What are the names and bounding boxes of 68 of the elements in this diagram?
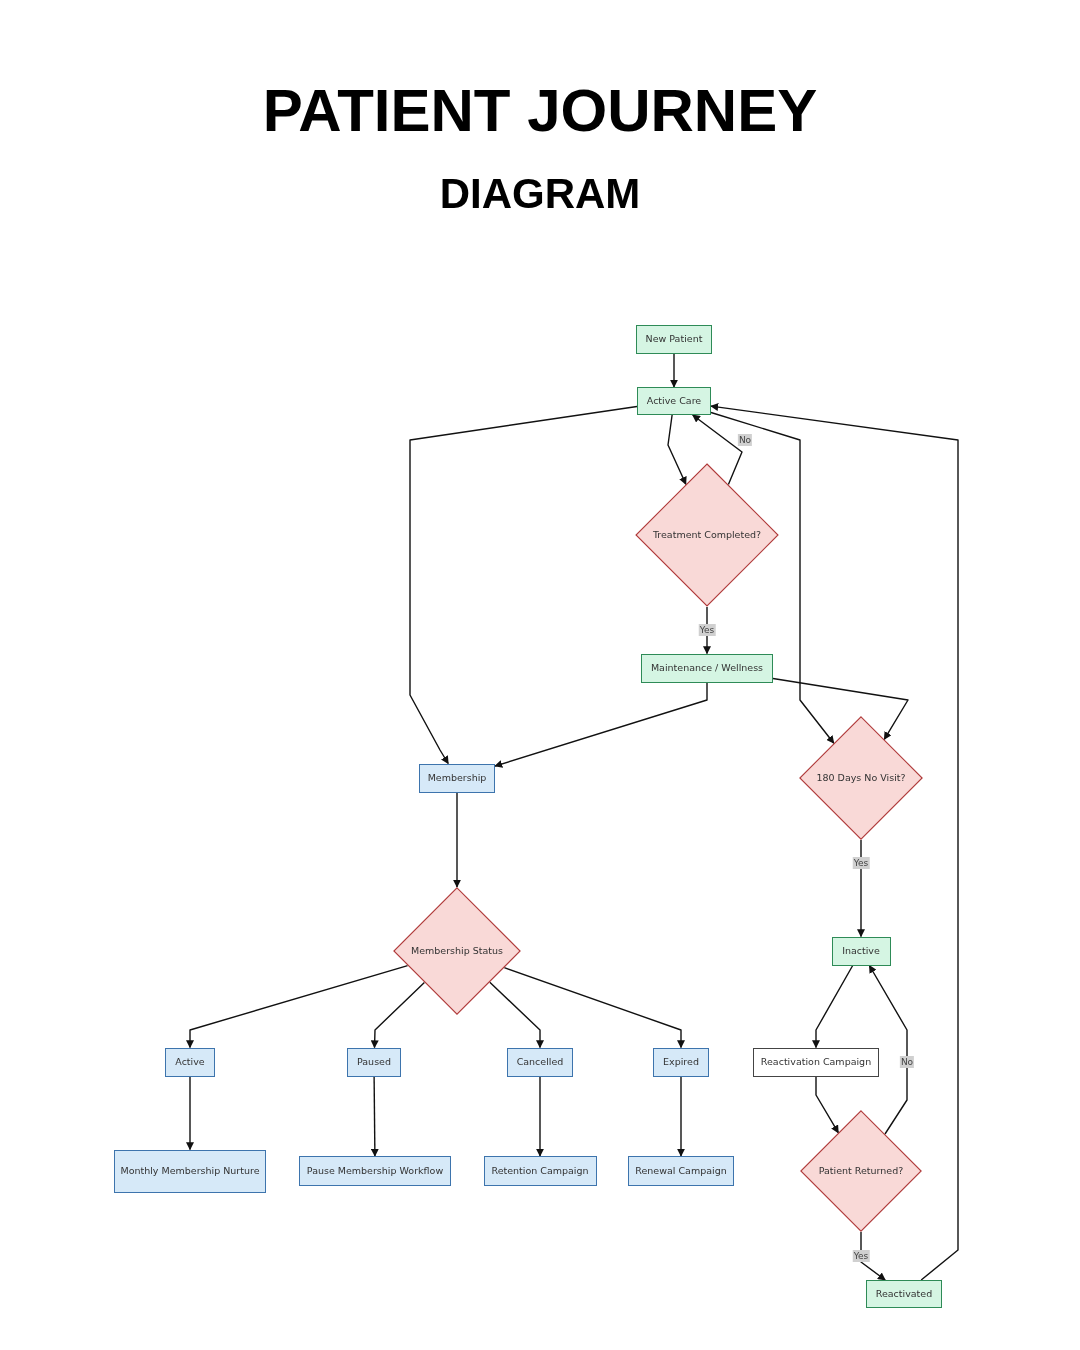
diagram-subtitle: DIAGRAM — [439, 170, 641, 218]
process-box — [753, 1047, 879, 1077]
node-label: Cancelled — [515, 1055, 565, 1069]
arrow — [370, 981, 426, 1049]
arrow — [670, 352, 678, 388]
node-label: Membership Status — [410, 944, 504, 958]
process-box — [637, 387, 711, 415]
process-box — [636, 324, 712, 354]
edge-label: Yes — [852, 1250, 870, 1262]
edge-label: No — [737, 434, 753, 446]
arrow — [812, 964, 854, 1049]
arrow — [860, 1231, 886, 1281]
arrow — [710, 403, 959, 1281]
edge-label: Yes — [698, 624, 716, 636]
node-label: Inactive — [841, 944, 881, 958]
arrow — [703, 606, 711, 655]
node-label: Expired — [662, 1055, 700, 1069]
arrow — [370, 1075, 379, 1157]
arrow — [857, 839, 865, 938]
arrow — [815, 1075, 839, 1134]
process-box — [628, 1156, 734, 1186]
node-label: Patient Returned? — [817, 1164, 905, 1178]
arrow — [868, 964, 908, 1135]
node-label: Maintenance / Wellness — [649, 661, 765, 675]
node-label: Monthly Membership Nurture — [119, 1164, 261, 1178]
process-box — [114, 1149, 266, 1193]
arrow — [489, 981, 544, 1049]
process-box — [653, 1047, 709, 1077]
node-label: Pause Membership Workflow — [305, 1164, 445, 1178]
decision-diamond — [393, 887, 521, 1015]
node-label: Active Care — [645, 394, 703, 408]
process-box — [299, 1156, 451, 1186]
decision-diamond — [799, 716, 923, 840]
arrow — [677, 1075, 685, 1157]
arrow — [494, 681, 708, 768]
node-label: Paused — [356, 1055, 392, 1069]
node-label: Renewal Campaign — [634, 1164, 728, 1178]
process-box — [483, 1156, 597, 1186]
arrow — [186, 964, 409, 1049]
arrow — [186, 1075, 194, 1151]
node-label: Retention Campaign — [490, 1164, 590, 1178]
process-box — [866, 1280, 942, 1308]
arrow — [503, 967, 685, 1049]
arrow — [710, 411, 835, 744]
node-label: 180 Days No Visit? — [815, 771, 907, 785]
process-box — [831, 936, 891, 966]
arrow — [772, 677, 909, 740]
edge-label: No — [899, 1056, 915, 1068]
process-box — [347, 1047, 401, 1077]
node-label: Treatment Completed? — [651, 528, 763, 542]
arrow — [453, 791, 461, 888]
process-box — [165, 1047, 215, 1077]
arrow — [409, 405, 638, 765]
node-label: Membership — [426, 771, 488, 785]
process-box — [507, 1047, 573, 1077]
edge-label: Yes — [852, 857, 870, 869]
process-box — [641, 653, 773, 683]
node-label: New Patient — [644, 332, 704, 346]
process-box — [419, 763, 495, 793]
node-label: Active — [174, 1055, 206, 1069]
decision-diamond — [800, 1110, 922, 1232]
arrow — [536, 1075, 544, 1157]
node-label: Reactivation Campaign — [759, 1055, 873, 1069]
arrow — [692, 414, 743, 486]
arrow — [667, 414, 687, 485]
decision-diamond — [635, 463, 779, 607]
diagram-title: PATIENT JOURNEY — [262, 76, 818, 145]
node-label: Reactivated — [874, 1287, 934, 1301]
